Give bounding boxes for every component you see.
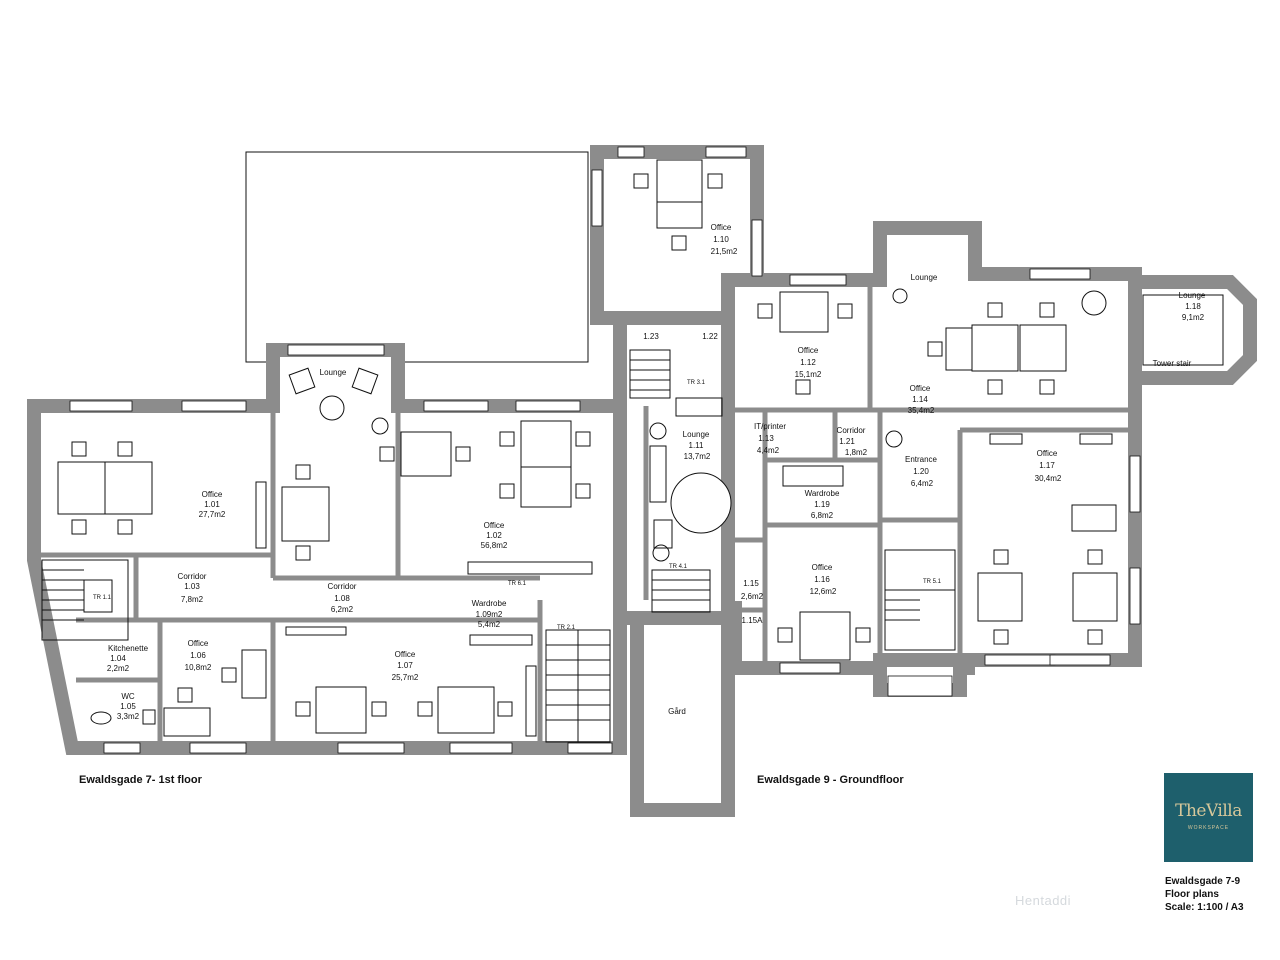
lounge-mid-name: Lounge xyxy=(911,273,938,282)
room-1-09-name: Wardrobe xyxy=(472,599,507,608)
tower-stair-name: Tower stair xyxy=(1153,359,1192,368)
room-1-13-name: IT/printer xyxy=(754,422,786,431)
room-1-17-area: 30,4m2 xyxy=(1035,474,1062,483)
outer-walls xyxy=(27,145,1257,817)
room-1-20-num: 1.20 xyxy=(913,467,929,476)
caption-right: Ewaldsgade 9 - Groundfloor xyxy=(757,774,904,786)
room-1-12-num: 1.12 xyxy=(800,358,816,367)
room-1-18-num: 1.18 xyxy=(1185,302,1201,311)
room-1-03-area: 7,8m2 xyxy=(181,595,204,604)
room-1-05-num: 1.05 xyxy=(120,702,136,711)
room-1-15-name: 1.15 xyxy=(743,579,759,588)
room-1-01-num: 1.01 xyxy=(204,500,220,509)
info-title: Floor plans xyxy=(1165,889,1219,900)
room-1-14-num: 1.14 xyxy=(912,395,928,404)
room-1-19-area: 6,8m2 xyxy=(811,511,834,520)
room-1-03-num: 1.03 xyxy=(184,582,200,591)
logo-name: TheVilla xyxy=(1175,801,1242,821)
room-1-17-num: 1.17 xyxy=(1039,461,1055,470)
room-1-01-name: Office xyxy=(202,490,223,499)
room-1-21-num: 1.21 xyxy=(839,437,855,446)
info-address: Ewaldsgade 7-9 xyxy=(1165,876,1241,887)
room-1-18-area: 9,1m2 xyxy=(1182,313,1205,322)
room-1-19-num: 1.19 xyxy=(814,500,830,509)
room-1-05-area: 3,3m2 xyxy=(117,712,140,721)
room-1-12-name: Office xyxy=(798,346,819,355)
tr-4-label: TR 4.1 xyxy=(669,564,688,570)
room-1-07-num: 1.07 xyxy=(397,661,413,670)
room-1-16-num: 1.16 xyxy=(814,575,830,584)
tr-6-label: TR 6.1 xyxy=(508,581,527,587)
room-1-10-area: 21,5m2 xyxy=(711,247,738,256)
room-1-08-name: Corridor xyxy=(328,582,357,591)
room-1-10-name: Office xyxy=(711,223,732,232)
tr-5-label: TR 5.1 xyxy=(923,579,942,585)
room-1-06-area: 10,8m2 xyxy=(185,663,212,672)
room-1-08-num: 1.08 xyxy=(334,594,350,603)
room-1-13-area: 4,4m2 xyxy=(757,446,780,455)
room-1-23-name: 1.23 xyxy=(643,332,659,341)
room-1-01-area: 27,7m2 xyxy=(199,510,226,519)
room-1-20-area: 6,4m2 xyxy=(911,479,934,488)
room-1-04-area: 2,2m2 xyxy=(107,664,130,673)
room-1-07-area: 25,7m2 xyxy=(392,673,419,682)
room-1-10-num: 1.10 xyxy=(713,235,729,244)
room-1-04-name: Kitchenette xyxy=(108,644,149,653)
interior-walls xyxy=(34,280,1135,748)
room-1-14-name: Office xyxy=(910,384,931,393)
room-1-02-name: Office xyxy=(484,521,505,530)
room-1-15a-name: 1.15A xyxy=(742,616,764,625)
furniture xyxy=(57,159,1224,737)
room-1-20-name: Entrance xyxy=(905,455,938,464)
room-1-11-name: Lounge xyxy=(683,430,710,439)
room-1-16-area: 12,6m2 xyxy=(810,587,837,596)
room-1-06-name: Office xyxy=(188,639,209,648)
tr-2-label: TR 2.1 xyxy=(557,625,576,631)
room-1-08-area: 6,2m2 xyxy=(331,605,354,614)
logo-tagline: WORKSPACE xyxy=(1187,825,1230,831)
room-1-14-area: 35,4m2 xyxy=(908,406,935,415)
room-1-09-area: 5,4m2 xyxy=(478,620,501,629)
room-1-11-area: 13,7m2 xyxy=(684,452,711,461)
room-1-16-name: Office xyxy=(812,563,833,572)
room-1-03-name: Corridor xyxy=(178,572,207,581)
room-1-21-area: 1,8m2 xyxy=(845,448,868,457)
room-1-09-num: 1.09m2 xyxy=(476,610,503,619)
room-labels: Office 1.01 27,7m2 Office 1.02 56,8m2 Co… xyxy=(93,223,1206,721)
room-1-19-name: Wardrobe xyxy=(805,489,840,498)
room-1-17-name: Office xyxy=(1037,449,1058,458)
tr-1-label: TR 1.1 xyxy=(93,595,112,601)
room-1-02-area: 56,8m2 xyxy=(481,541,508,550)
caption-left: Ewaldsgade 7- 1st floor xyxy=(79,774,203,786)
room-1-07-name: Office xyxy=(395,650,416,659)
room-1-21-name: Corridor xyxy=(837,426,866,435)
plan-info: Ewaldsgade 7-9 Floor plans Scale: 1:100 … xyxy=(1165,875,1244,914)
room-1-18-name: Lounge xyxy=(1179,291,1206,300)
courtyard-outline xyxy=(245,151,589,363)
room-1-11-num: 1.11 xyxy=(689,441,705,450)
room-1-02-num: 1.02 xyxy=(486,531,502,540)
room-1-06-num: 1.06 xyxy=(190,651,206,660)
info-scale: Scale: 1:100 / A3 xyxy=(1165,902,1244,913)
thevilla-logo: TheVilla WORKSPACE xyxy=(1164,773,1253,862)
room-1-13-num: 1.13 xyxy=(758,434,774,443)
room-1-04-num: 1.04 xyxy=(110,654,126,663)
room-1-05-name: WC xyxy=(121,692,135,701)
room-1-22-name: 1.22 xyxy=(702,332,718,341)
lounge-top-name: Lounge xyxy=(320,368,347,377)
tr-3-label: TR 3.1 xyxy=(687,380,706,386)
windows xyxy=(69,146,1141,754)
room-1-15-area: 2,6m2 xyxy=(741,592,764,601)
stairs xyxy=(41,349,956,743)
watermark: Hentaddi xyxy=(1015,893,1072,908)
gard-name: Gård xyxy=(668,707,686,716)
room-1-12-area: 15,1m2 xyxy=(795,370,822,379)
